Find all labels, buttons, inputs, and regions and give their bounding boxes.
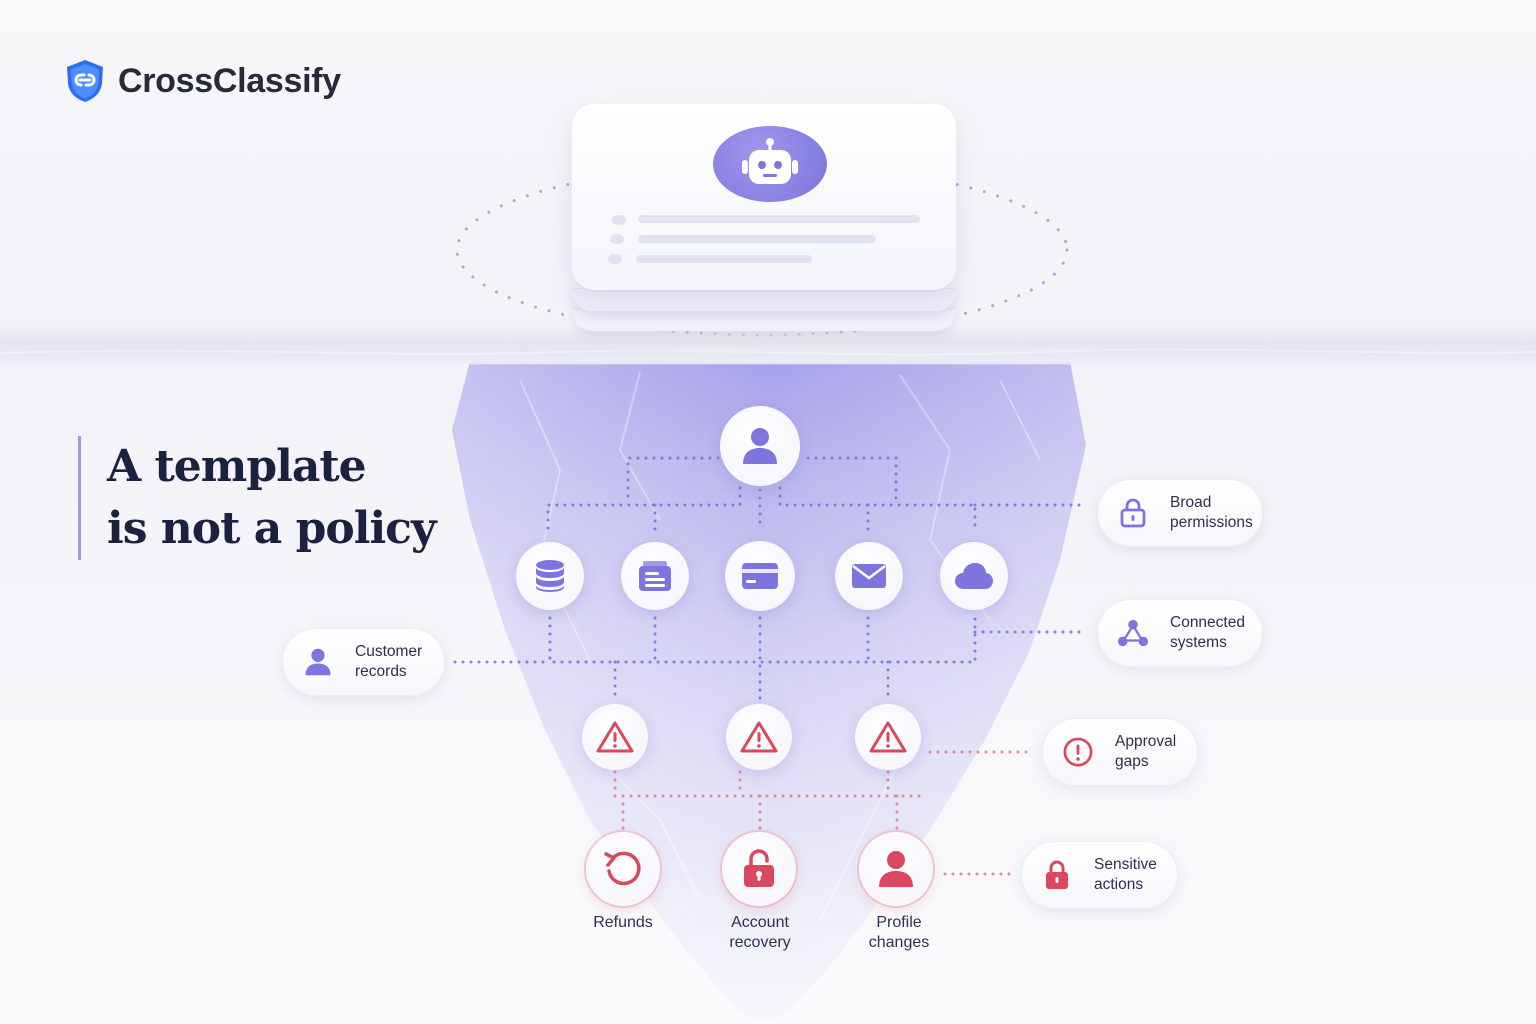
card-text-line [638, 235, 876, 243]
callout-connected-systems[interactable]: Connected systems [1097, 599, 1263, 667]
callout-approval-gaps[interactable]: Approval gaps [1042, 718, 1198, 786]
card-stack-layer-2 [572, 308, 956, 331]
red-connectors [613, 750, 1032, 876]
warning-node[interactable] [582, 704, 648, 770]
database-icon [536, 560, 564, 592]
callout-text: Customer [355, 643, 423, 660]
action-node-refunds[interactable] [586, 832, 660, 906]
refund-icon [604, 851, 641, 886]
system-node-database[interactable] [516, 542, 584, 610]
lock-icon [1118, 498, 1148, 528]
headline-line-1: A template [107, 441, 367, 492]
system-node-payment-card[interactable] [725, 541, 795, 611]
mail-icon [852, 564, 886, 588]
callout-customer-records[interactable]: Customer records [282, 628, 445, 696]
shield-link-icon [67, 60, 103, 102]
headline: A template is not a policy [78, 436, 437, 560]
agent-template-card[interactable] [572, 104, 956, 292]
network-icon [1118, 618, 1148, 648]
action-node-profile-changes[interactable] [859, 832, 933, 906]
credit-card-icon [742, 563, 778, 589]
iceberg-cracks [519, 371, 1041, 921]
brand-name: CrossClassify [118, 61, 341, 100]
system-node-document[interactable] [621, 542, 689, 610]
callout-text: permissions [1170, 514, 1253, 531]
action-label-refunds: Refunds [593, 914, 653, 931]
warning-triangle-icon [740, 721, 778, 753]
warning-node[interactable] [726, 704, 792, 770]
callout-broad-permissions[interactable]: Broad permissions [1097, 479, 1263, 547]
lock-icon [1042, 860, 1072, 890]
callout-text: systems [1170, 634, 1227, 651]
cloud-icon [955, 563, 993, 589]
action-node-account-recovery[interactable] [722, 832, 796, 906]
callout-text: Approval [1115, 733, 1177, 750]
callout-text: Broad [1170, 494, 1212, 511]
callout-text: Connected [1170, 614, 1245, 631]
waterline-glow [0, 325, 1536, 365]
system-node-cloud[interactable] [940, 542, 1008, 610]
card-bullet [610, 234, 624, 244]
callout-sensitive-actions[interactable]: Sensitive actions [1021, 841, 1178, 909]
card-text-line [636, 255, 812, 263]
warning-node[interactable] [855, 704, 921, 770]
alert-circle-icon [1063, 737, 1093, 767]
headline-line-2: is not a policy [107, 503, 437, 554]
robot-icon [713, 126, 827, 202]
card-bullet [612, 215, 626, 225]
warning-triangle-icon [596, 721, 634, 753]
document-icon [639, 561, 671, 591]
user-icon [879, 851, 913, 887]
user-icon [743, 428, 777, 464]
callout-text: records [355, 663, 407, 680]
unlocked-padlock-icon [744, 849, 774, 887]
callout-text: gaps [1115, 753, 1149, 770]
callout-text: actions [1094, 876, 1144, 893]
callout-text: Sensitive [1094, 856, 1157, 873]
system-node-email[interactable] [835, 542, 903, 610]
warning-triangle-icon [869, 721, 907, 753]
card-text-line [638, 215, 920, 223]
user-icon [303, 647, 333, 677]
hub-user-node[interactable] [720, 406, 800, 486]
iceberg-facets [452, 362, 1086, 1024]
brand-logo[interactable]: CrossClassify [64, 58, 341, 104]
card-bullet [608, 254, 622, 264]
purple-connectors [453, 456, 1087, 702]
